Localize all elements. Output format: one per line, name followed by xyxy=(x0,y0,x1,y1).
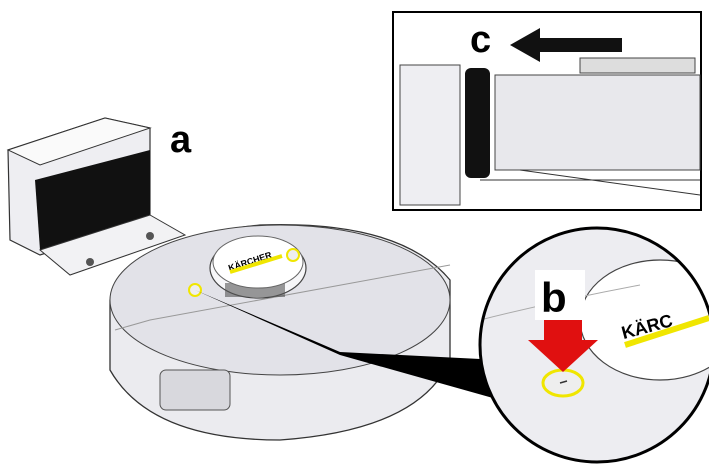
label-a: a xyxy=(170,119,192,161)
power-button-zoomed xyxy=(541,368,585,398)
label-b-box xyxy=(535,270,585,320)
callout-pointer xyxy=(195,290,500,400)
detail-circle-b: KÄRC xyxy=(478,226,709,464)
press-arrow xyxy=(528,320,598,372)
detail-box-c xyxy=(392,11,702,211)
slide-arrow xyxy=(510,28,622,62)
label-c: c xyxy=(470,19,491,61)
robot-vacuum: KÄRCHER xyxy=(109,223,451,441)
label-b: b xyxy=(541,274,567,321)
docking-station xyxy=(6,117,187,276)
home-button xyxy=(286,248,300,262)
